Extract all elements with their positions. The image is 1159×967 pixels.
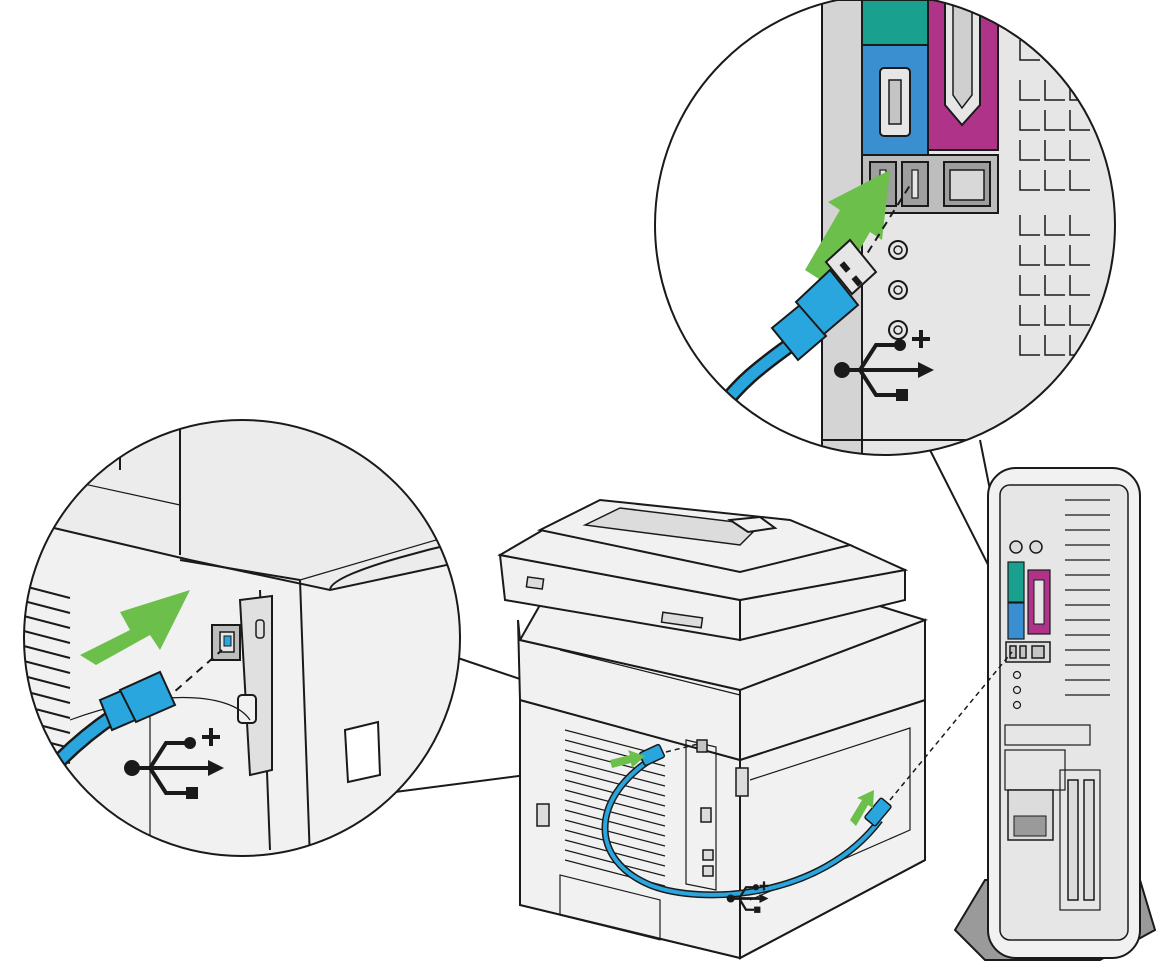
usb-cable	[601, 651, 1013, 899]
usb-symbol-icon	[124, 728, 224, 799]
zoom-pc-ports	[654, 0, 1116, 456]
usb-symbol-icon	[834, 330, 934, 401]
usb-symbol-icon	[726, 881, 769, 913]
printer	[497, 498, 929, 960]
tower-pc	[953, 467, 1157, 961]
zoom-printer-port	[23, 419, 461, 857]
